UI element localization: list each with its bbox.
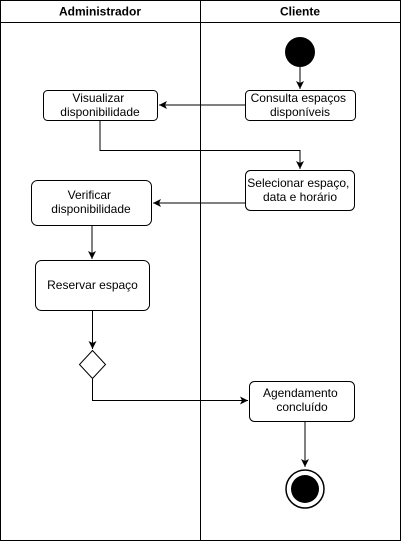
end-node-core bbox=[291, 475, 319, 503]
action-visualizar-line-1: Visualizar bbox=[72, 91, 124, 105]
action-visualizar-disponibilidade bbox=[43, 90, 158, 121]
action-agendamento-line-1: Agendamento bbox=[263, 386, 338, 400]
action-reservar-line-1: Reservar espaço bbox=[47, 278, 138, 292]
action-consulta-label: Consulta espaços disponíveis bbox=[251, 91, 350, 119]
action-consulta-line-2: disponíveis bbox=[270, 105, 330, 119]
action-consulta-line-1: Consulta espaços bbox=[251, 91, 346, 105]
action-selecionar-label: Selecionar espaço, data e horário bbox=[247, 176, 352, 204]
lane-title-administrador: Administrador bbox=[59, 5, 141, 19]
action-reservar-espaco bbox=[35, 260, 150, 311]
action-consulta-espacos bbox=[245, 90, 356, 121]
action-verificar-disponibilidade bbox=[31, 180, 152, 226]
action-verificar-label: Verificar disponibilidade bbox=[51, 188, 131, 216]
decision-node bbox=[78, 349, 107, 380]
lane-title-cliente: Cliente bbox=[280, 5, 320, 19]
start-node bbox=[285, 37, 315, 67]
action-reservar-label: Reservar espaço bbox=[47, 278, 138, 292]
action-selecionar-line-2: data e horário bbox=[263, 190, 337, 204]
flow-visualizar-to-selecionar bbox=[99, 121, 304, 169]
action-visualizar-line-2: disponibilidade bbox=[60, 105, 140, 119]
action-verificar-line-1: Verificar bbox=[68, 188, 111, 202]
action-selecionar-line-1: Selecionar espaço, bbox=[247, 176, 349, 190]
action-agendamento-concluido bbox=[249, 381, 355, 422]
action-agendamento-label: Agendamento concluído bbox=[263, 386, 341, 414]
flow-decision-to-agendamento bbox=[92, 379, 248, 405]
action-selecionar-espaco bbox=[245, 170, 355, 211]
action-visualizar-label: Visualizar disponibilidade bbox=[60, 91, 140, 119]
action-agendamento-line-2: concluído bbox=[276, 400, 328, 414]
action-verificar-line-2: disponibilidade bbox=[51, 202, 131, 216]
